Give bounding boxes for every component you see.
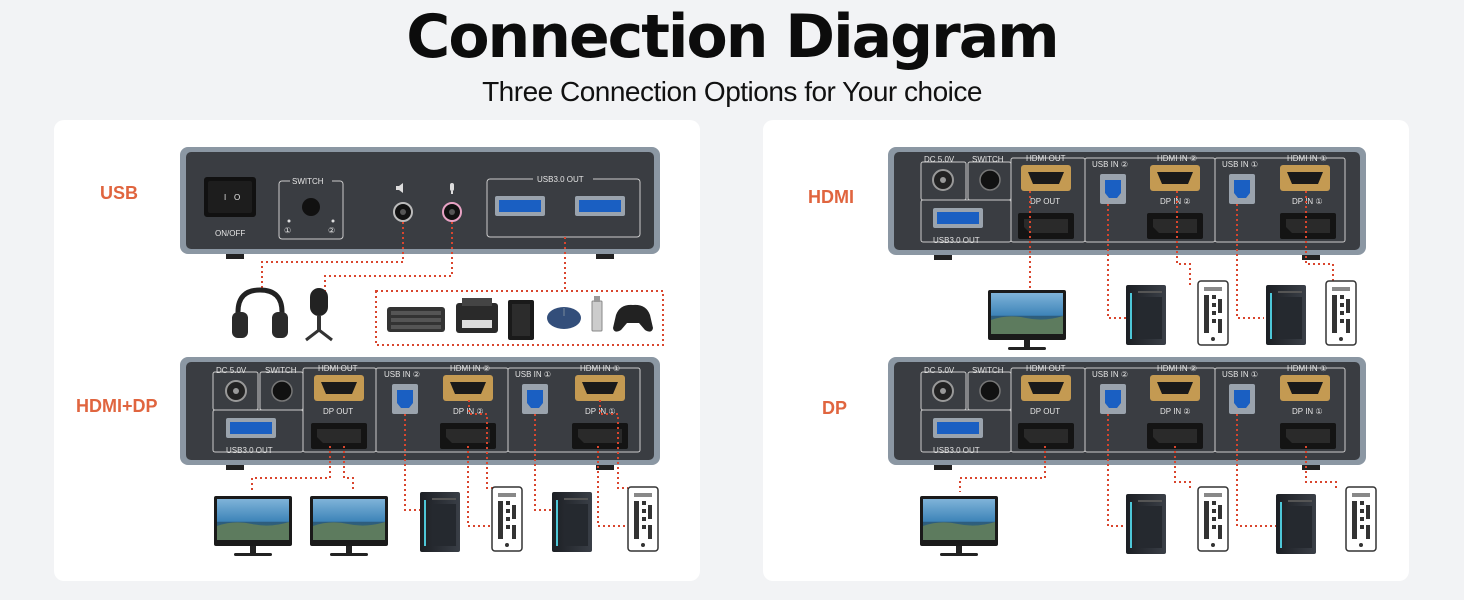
dp-in-2-label-b: DP IN ②: [1160, 197, 1191, 206]
monitor-icon: [310, 496, 388, 556]
svg-text:I: I: [224, 193, 226, 202]
usb-in-1-label-c: USB IN ①: [1222, 370, 1258, 379]
hdmi-in-1-label-b: HDMI IN ①: [1287, 154, 1327, 163]
pc-tower-icon: [1266, 285, 1306, 345]
hdmi-in-2-label-c: HDMI IN ②: [1157, 364, 1197, 373]
graphics-card-bracket-icon: [627, 486, 659, 552]
pc-tower-icon: [1126, 494, 1166, 554]
select-1-label: ①: [284, 226, 291, 235]
usb3-out-label-c: USB3.0 OUT: [933, 446, 980, 455]
dc-label-b: DC 5.0V: [924, 155, 955, 164]
dp-in-1-label-b: DP IN ①: [1292, 197, 1323, 206]
option-label-hdmi-dp: HDMI+DP: [76, 396, 158, 416]
mouse-icon: [547, 307, 581, 329]
usb3-out-label: USB3.0 OUT: [537, 175, 584, 184]
usb-in-2-label-a: USB IN ②: [384, 370, 420, 379]
dc-label-c: DC 5.0V: [924, 366, 955, 375]
on-off-label: ON/OFF: [215, 229, 245, 238]
printer-icon: [456, 298, 498, 333]
usb3-out-label-b: USB3.0 OUT: [933, 236, 980, 245]
dp-out-label-b: DP OUT: [1030, 197, 1060, 206]
page-title: Connection Diagram: [406, 2, 1059, 72]
option-label-hdmi: HDMI: [808, 187, 854, 207]
dp-in-1-label-c: DP IN ①: [1292, 407, 1323, 416]
pc-tower-icon: [420, 492, 460, 552]
option-label-usb: USB: [100, 183, 139, 203]
hdmi-in-1-label-c: HDMI IN ①: [1287, 364, 1327, 373]
dc-label-a: DC 5.0V: [216, 366, 247, 375]
switch-label: SWITCH: [292, 177, 324, 186]
hdmi-in-2-label-b: HDMI IN ②: [1157, 154, 1197, 163]
switch-label-b: SWITCH: [972, 155, 1004, 164]
hdmi-in-1-label-a: HDMI IN ①: [580, 364, 620, 373]
hdmi-out-label-c: HDMI OUT: [1026, 364, 1066, 373]
microphone-icon: [450, 183, 454, 194]
graphics-card-bracket-icon: [1197, 280, 1229, 346]
usb-in-1-label-b: USB IN ①: [1222, 160, 1258, 169]
hdmi-in-2-label-a: HDMI IN ②: [450, 364, 490, 373]
monitor-icon: [920, 496, 998, 556]
usb-in-2-label-b: USB IN ②: [1092, 160, 1128, 169]
pc-tower-icon: [1126, 285, 1166, 345]
usb-in-1-label-a: USB IN ①: [515, 370, 551, 379]
dp-out-label-a: DP OUT: [323, 407, 353, 416]
dp-out-label-c: DP OUT: [1030, 407, 1060, 416]
svg-text:O: O: [234, 193, 240, 202]
external-drive-icon: [508, 300, 534, 340]
option-label-dp: DP: [822, 398, 848, 418]
page-subtitle: Three Connection Options for Your choice: [482, 76, 982, 107]
graphics-card-bracket-icon: [1197, 486, 1229, 552]
select-2-label: ②: [328, 226, 335, 235]
graphics-card-bracket-icon: [491, 486, 523, 552]
studio-microphone-icon: [305, 288, 333, 342]
graphics-card-bracket-icon: [1325, 280, 1357, 346]
pc-tower-icon: [552, 492, 592, 552]
monitor-icon: [214, 496, 292, 556]
speaker-icon: [396, 183, 403, 193]
switch-label-c: SWITCH: [972, 366, 1004, 375]
usb-flash-drive-icon: [591, 296, 603, 332]
graphics-card-bracket-icon: [1345, 486, 1377, 552]
usb3-out-label-a: USB3.0 OUT: [226, 446, 273, 455]
headphones-icon: [232, 287, 288, 338]
gamepad-icon: [613, 304, 653, 332]
switch-label-a: SWITCH: [265, 366, 297, 375]
keyboard-icon: [387, 307, 445, 332]
usb-in-2-label-c: USB IN ②: [1092, 370, 1128, 379]
monitor-icon: [988, 290, 1066, 350]
hdmi-out-label-a: HDMI OUT: [318, 364, 358, 373]
dp-in-2-label-c: DP IN ②: [1160, 407, 1191, 416]
hdmi-out-label-b: HDMI OUT: [1026, 154, 1066, 163]
pc-tower-icon: [1276, 494, 1316, 554]
